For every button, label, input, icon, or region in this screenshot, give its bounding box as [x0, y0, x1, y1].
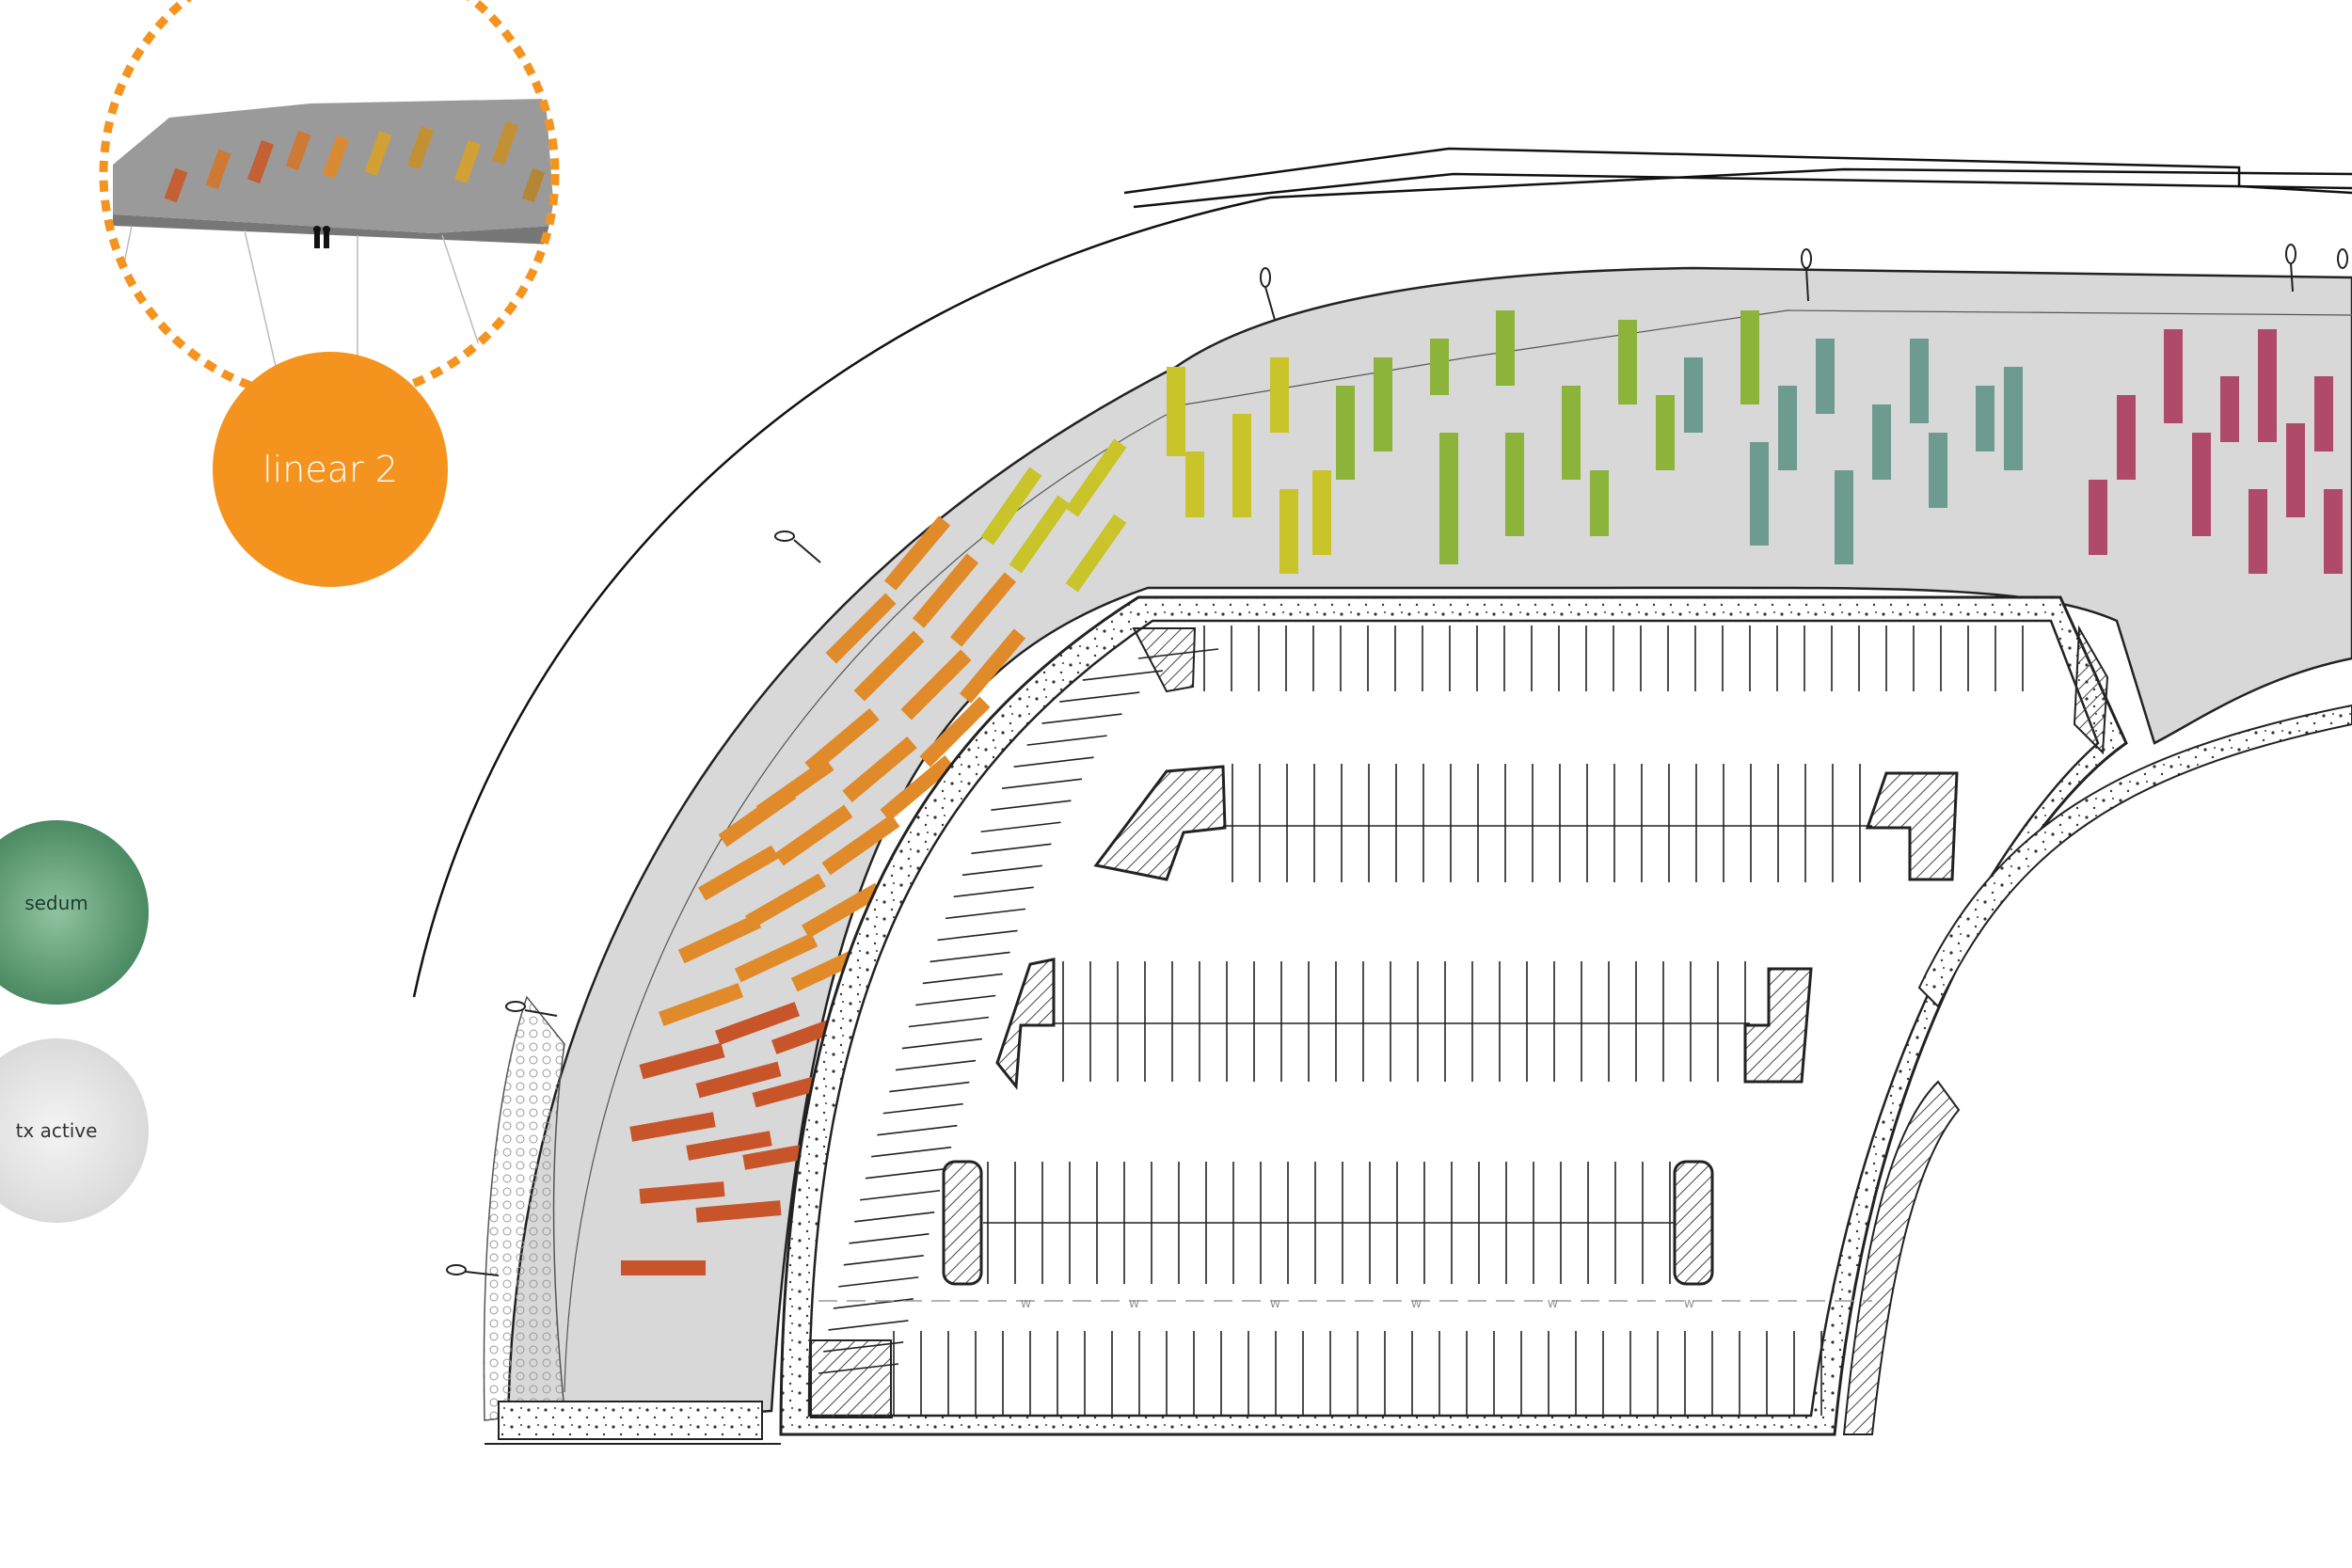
- planter-strip: [1835, 470, 1853, 564]
- planter-strip: [698, 845, 779, 901]
- planter-strip: [695, 1200, 782, 1223]
- planter-strip: [1270, 357, 1289, 433]
- planter-strip: [980, 467, 1042, 546]
- planter-strip: [1562, 386, 1581, 480]
- planter-strip: [880, 754, 955, 822]
- legend-sedum-label: sedum: [24, 892, 88, 914]
- planter-strip: [2324, 489, 2343, 574]
- planter-strip: [802, 882, 882, 939]
- planter-strip: [1929, 433, 1947, 508]
- planter-strip: [774, 804, 853, 866]
- utility-marker-label: W: [1270, 1298, 1280, 1310]
- planter-strip: [919, 696, 991, 768]
- planter-strip: [1590, 470, 1609, 536]
- planter-strip: [821, 814, 900, 876]
- legend-tx-active-swatch: [0, 1038, 149, 1223]
- planter-strip: [2117, 395, 2136, 480]
- legend-tx-active-label: tx active: [15, 1119, 98, 1142]
- planter-strip: [1750, 442, 1769, 546]
- legend-sedum-swatch: [0, 820, 149, 1005]
- utility-marker-label: W: [1021, 1298, 1031, 1310]
- utility-marker-label: W: [1411, 1298, 1422, 1310]
- planter-strip: [825, 593, 897, 664]
- gravel-strip: [483, 995, 565, 1421]
- utility-marker-label: W: [1548, 1298, 1558, 1310]
- planter-strip: [1232, 414, 1251, 517]
- planter-strip: [1618, 320, 1637, 404]
- planter-strip: [1496, 310, 1515, 386]
- planter-strip: [1279, 489, 1298, 574]
- parking-lot: [779, 595, 2352, 1436]
- planter-strip: [1740, 310, 1759, 404]
- planter-strip: [2004, 367, 2023, 470]
- road-edges: [412, 147, 2352, 998]
- planter-strip: [1167, 367, 1185, 456]
- planter-strip: [2286, 423, 2305, 517]
- planter-strip: [2164, 329, 2183, 423]
- utility-marker-label: W: [1684, 1298, 1694, 1310]
- planter-strip: [853, 630, 925, 702]
- planter-strip: [2192, 433, 2211, 536]
- planter-strip: [1065, 514, 1127, 593]
- planter-strip: [629, 1112, 716, 1142]
- planter-strip: [714, 1002, 801, 1045]
- planter-strip: [1185, 451, 1204, 517]
- planter-strip: [1374, 357, 1392, 451]
- callout-title-text: linear 2: [262, 449, 398, 490]
- planter-strip: [959, 628, 1026, 704]
- lamp-posts: [446, 244, 2348, 1276]
- planter-strip: [2249, 489, 2267, 574]
- planter-strip: [639, 1181, 725, 1204]
- planter-strip: [2314, 376, 2333, 451]
- planter-strip: [1065, 438, 1127, 517]
- planter-strip: [1656, 395, 1675, 470]
- bottom-curb: [498, 1401, 763, 1440]
- planter-strip: [621, 1260, 706, 1275]
- planter-strip: [912, 553, 979, 628]
- planter-strip: [695, 1061, 782, 1099]
- planter-strip: [1872, 404, 1891, 480]
- planter-strip: [639, 1042, 725, 1080]
- planter-strip: [1430, 339, 1449, 395]
- planter-strip: [1505, 433, 1524, 536]
- planter-strip: [949, 572, 1017, 647]
- planter-strip: [2220, 376, 2239, 442]
- planter-strip: [677, 913, 762, 964]
- planter-strip: [1336, 386, 1355, 480]
- planter-strip: [1312, 470, 1331, 555]
- planter-strip: [842, 736, 917, 803]
- planter-strip: [718, 785, 797, 847]
- planter-strip: [2089, 480, 2107, 555]
- planter-strip: [745, 873, 826, 929]
- planter-strip: [1976, 386, 1994, 451]
- planter-strip: [2258, 329, 2277, 442]
- planter-strip: [804, 707, 880, 775]
- planter-strip: [1778, 386, 1797, 470]
- planter-strip: [658, 983, 744, 1026]
- planter-strip: [1009, 495, 1071, 574]
- planter-strip: [1816, 339, 1835, 414]
- planter-strip: [686, 1131, 772, 1161]
- perspective-vignette: [99, 0, 560, 404]
- planter-strip: [1910, 339, 1929, 423]
- planter-strip: [1439, 433, 1458, 564]
- linear-2-callout: linear 2: [213, 352, 448, 587]
- planter-strip: [900, 649, 972, 721]
- utility-marker-label: W: [1129, 1298, 1139, 1310]
- planter-strip: [734, 932, 818, 983]
- planter-strip: [1684, 357, 1703, 433]
- planter-strip: [883, 515, 951, 591]
